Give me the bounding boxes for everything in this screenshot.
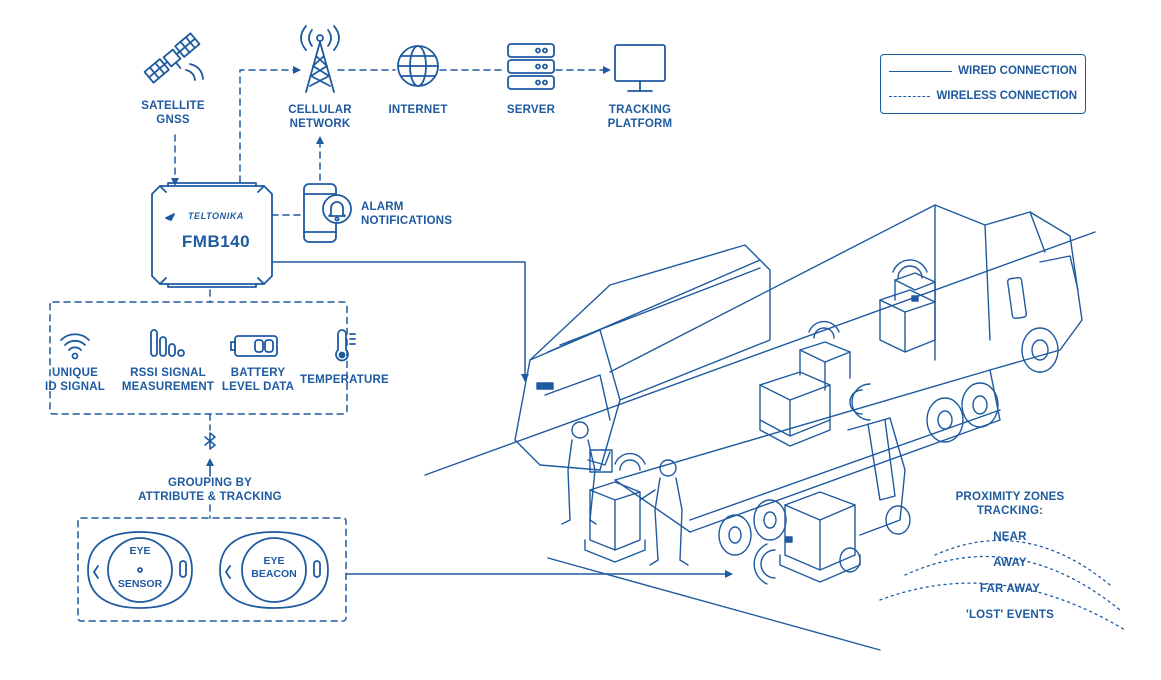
server-label: SERVER xyxy=(506,104,556,116)
rssi-bars-icon xyxy=(150,329,185,357)
temperature-label: TEMPERATURE xyxy=(300,374,389,386)
legend-wired-row: WIRED CONNECTION xyxy=(889,64,1077,78)
wireless-connections xyxy=(49,69,606,622)
device-model: FMB140 xyxy=(181,232,251,251)
eye-sensor-label-top: EYE xyxy=(129,545,151,557)
wifi-signal-icon xyxy=(60,333,90,360)
legend-wired-label: WIRED CONNECTION xyxy=(958,65,1077,77)
internet-label: INTERNET xyxy=(388,104,448,116)
satellite-icon xyxy=(143,32,204,84)
device-brand: TELTONIKA xyxy=(187,211,245,221)
globe-icon xyxy=(397,45,439,87)
zone-near: NEAR xyxy=(993,531,1027,543)
legend-wireless-row: WIRELESS CONNECTION xyxy=(889,89,1077,103)
wireless-line-sample xyxy=(889,95,931,97)
eye-beacon-icon xyxy=(219,531,329,609)
zone-lost-events: 'LOST' EVENTS xyxy=(966,609,1054,621)
legend-wireless-label: WIRELESS CONNECTION xyxy=(936,90,1077,102)
fmb140-device-icon xyxy=(151,182,273,288)
legend: WIRED CONNECTION WIRELESS CONNECTION xyxy=(880,54,1086,114)
wired-line-sample xyxy=(889,70,953,72)
thermometer-icon xyxy=(335,329,356,362)
battery-icon xyxy=(230,335,278,357)
alarm-phone-icon xyxy=(303,183,352,243)
eye-sensor-label-bottom: SENSOR xyxy=(117,578,163,590)
zone-far-away: FAR AWAY xyxy=(979,583,1041,595)
server-icon xyxy=(507,43,555,90)
eye-sensor-icon xyxy=(87,531,193,609)
wired-connections xyxy=(271,261,729,575)
truck-illustration xyxy=(424,204,1126,651)
cell-tower-icon xyxy=(300,25,340,93)
bluetooth-icon xyxy=(204,432,216,450)
monitor-icon xyxy=(614,44,666,92)
zone-away: AWAY xyxy=(993,557,1027,569)
